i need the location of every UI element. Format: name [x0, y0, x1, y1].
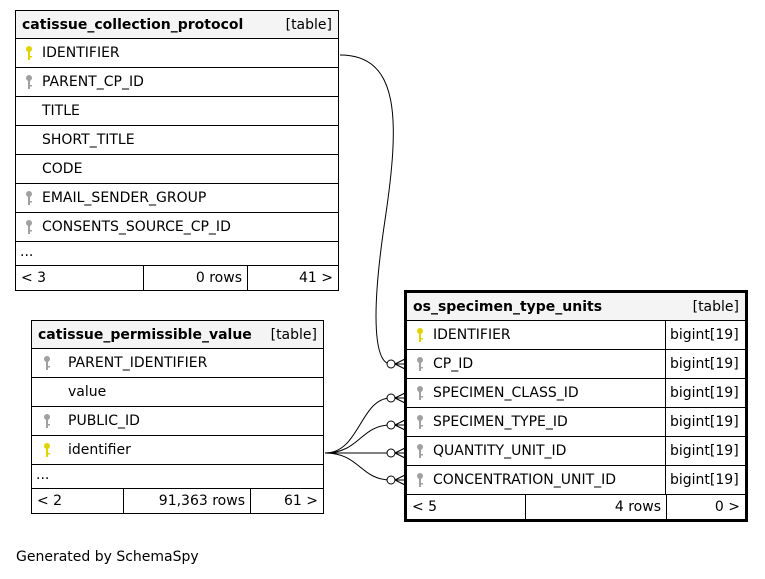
column-type: bigint[19]	[665, 437, 745, 465]
foreign-key-icon	[32, 355, 62, 371]
parents-count[interactable]: < 3	[16, 266, 144, 290]
column-row[interactable]: CODE	[16, 155, 338, 184]
children-count[interactable]: 61 >	[284, 493, 318, 509]
column-name: TITLE	[42, 103, 80, 119]
column-row[interactable]: CONCENTRATION_UNIT_ID bigint[19]	[407, 466, 745, 495]
parents-count[interactable]: < 5	[407, 495, 526, 519]
column-type: bigint[19]	[665, 350, 745, 378]
column-row[interactable]: TITLE	[16, 97, 338, 126]
column-name: CONSENTS_SOURCE_CP_ID	[42, 219, 231, 235]
column-row[interactable]: identifier	[32, 436, 323, 465]
column-type: bigint[19]	[665, 466, 745, 494]
table-kind: [table]	[270, 326, 317, 343]
table-kind: [table]	[285, 16, 332, 33]
primary-key-icon	[407, 327, 433, 343]
column-row[interactable]: IDENTIFIER	[16, 39, 338, 68]
column-name: PARENT_CP_ID	[42, 74, 144, 90]
foreign-key-icon	[16, 74, 42, 90]
primary-key-icon	[32, 442, 62, 458]
column-name: PUBLIC_ID	[68, 413, 140, 429]
column-name: IDENTIFIER	[42, 45, 120, 61]
link-specimen-type-id	[324, 424, 392, 454]
table-os-specimen-type-units[interactable]: os_specimen_type_units [table] IDENTIFIE…	[404, 290, 748, 522]
table-header: os_specimen_type_units [table]	[407, 293, 745, 321]
link-cp-id	[339, 54, 394, 365]
column-row[interactable]: QUANTITY_UNIT_ID bigint[19]	[407, 437, 745, 466]
generated-by-credit: Generated by SchemaSpy	[16, 549, 199, 565]
foreign-key-icon	[16, 219, 42, 235]
column-type: bigint[19]	[665, 321, 745, 349]
table-name: catissue_collection_protocol	[22, 16, 244, 33]
row-count: 4 rows	[526, 495, 667, 519]
more-columns: ...	[32, 465, 323, 489]
column-row[interactable]: EMAIL_SENDER_GROUP	[16, 184, 338, 213]
row-count: 91,363 rows	[124, 489, 251, 513]
column-row[interactable]: CONSENTS_SOURCE_CP_ID	[16, 213, 338, 242]
column-row[interactable]: PARENT_CP_ID	[16, 68, 338, 97]
table-catissue-permissible-value[interactable]: catissue_permissible_value [table] PAREN…	[31, 320, 324, 514]
children-count[interactable]: 41 >	[299, 270, 333, 286]
more-columns: ...	[16, 242, 338, 266]
column-name: IDENTIFIER	[433, 327, 511, 343]
column-row[interactable]: PARENT_IDENTIFIER	[32, 349, 323, 378]
table-footer: < 5 4 rows 0 >	[407, 495, 745, 519]
column-name: CODE	[42, 161, 83, 177]
column-list: IDENTIFIER PARENT_CP_ID TITLE SHORT_TITLE CO…	[16, 39, 338, 242]
column-name: CONCENTRATION_UNIT_ID	[433, 472, 617, 488]
table-kind: [table]	[692, 298, 739, 315]
children-count[interactable]: 0 >	[714, 499, 740, 515]
column-name: SHORT_TITLE	[42, 132, 135, 148]
column-type: bigint[19]	[665, 408, 745, 436]
foreign-key-icon	[16, 190, 42, 206]
column-name: SPECIMEN_CLASS_ID	[433, 385, 579, 401]
column-row[interactable]: CP_ID bigint[19]	[407, 350, 745, 379]
column-name: QUANTITY_UNIT_ID	[433, 443, 567, 459]
foreign-key-icon	[407, 414, 433, 430]
column-name: SPECIMEN_TYPE_ID	[433, 414, 568, 430]
column-row[interactable]: IDENTIFIER bigint[19]	[407, 321, 745, 350]
column-row[interactable]: SPECIMEN_TYPE_ID bigint[19]	[407, 408, 745, 437]
column-name: EMAIL_SENDER_GROUP	[42, 190, 207, 206]
foreign-key-icon	[32, 413, 62, 429]
column-type: bigint[19]	[665, 379, 745, 407]
column-row[interactable]: value	[32, 378, 323, 407]
table-footer: < 3 0 rows 41 >	[16, 266, 338, 290]
foreign-key-icon	[407, 356, 433, 372]
column-name: value	[68, 384, 107, 400]
foreign-key-icon	[407, 443, 433, 459]
link-specimen-class-id	[324, 397, 392, 454]
column-name: PARENT_IDENTIFIER	[68, 355, 208, 371]
column-row[interactable]: PUBLIC_ID	[32, 407, 323, 436]
column-name: identifier	[68, 442, 131, 458]
parents-count[interactable]: < 2	[32, 489, 124, 513]
foreign-key-icon	[407, 385, 433, 401]
primary-key-icon	[16, 45, 42, 61]
column-name: CP_ID	[433, 356, 474, 372]
table-footer: < 2 91,363 rows 61 >	[32, 489, 323, 513]
table-name: os_specimen_type_units	[413, 298, 603, 315]
table-name: catissue_permissible_value	[38, 326, 252, 343]
table-header: catissue_permissible_value [table]	[32, 321, 323, 349]
column-row[interactable]: SHORT_TITLE	[16, 126, 338, 155]
foreign-key-icon	[407, 472, 433, 488]
table-catissue-collection-protocol[interactable]: catissue_collection_protocol [table] IDE…	[15, 10, 339, 291]
link-concentration-unit-id	[324, 452, 392, 481]
table-header: catissue_collection_protocol [table]	[16, 11, 338, 39]
column-row[interactable]: SPECIMEN_CLASS_ID bigint[19]	[407, 379, 745, 408]
row-count: 0 rows	[144, 266, 248, 290]
